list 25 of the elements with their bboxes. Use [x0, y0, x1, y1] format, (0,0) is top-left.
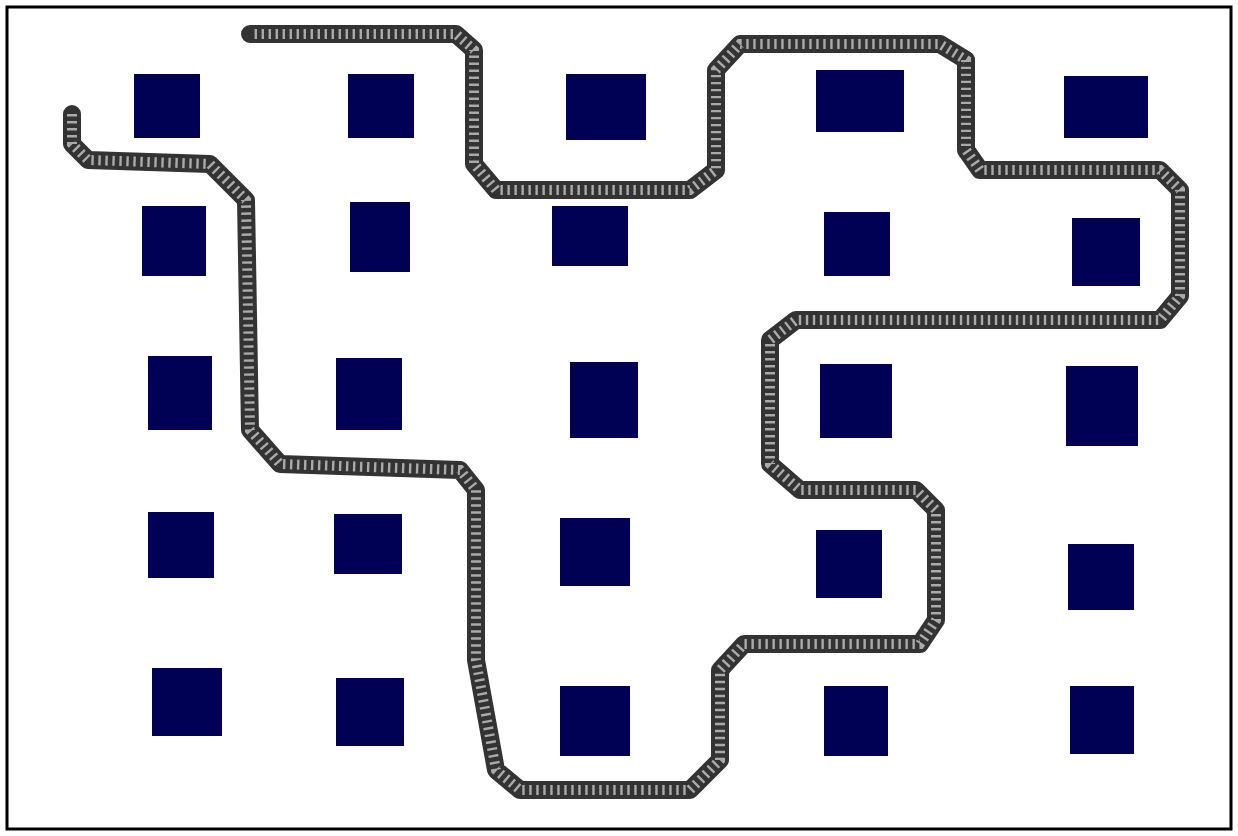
square-block [823, 212, 889, 276]
square-block [334, 514, 402, 574]
square-block [347, 74, 413, 138]
square-block [570, 362, 638, 438]
square-block [559, 518, 629, 586]
square-block [147, 511, 213, 577]
square-block [1067, 543, 1133, 609]
square-block [1064, 75, 1148, 137]
square-block [1066, 366, 1138, 446]
square-block [336, 678, 404, 746]
square-block [552, 206, 628, 266]
square-block [816, 69, 904, 131]
square-block [151, 668, 221, 736]
square-block [142, 205, 206, 275]
square-block [148, 355, 212, 429]
square-block [824, 685, 888, 755]
square-block [566, 73, 646, 139]
square-block [335, 358, 401, 430]
square-block [1070, 686, 1134, 754]
square-block [820, 363, 892, 437]
square-block [350, 201, 410, 271]
square-block [559, 685, 629, 755]
square-block [1072, 218, 1140, 286]
square-block [133, 74, 199, 138]
square-block [815, 530, 881, 598]
